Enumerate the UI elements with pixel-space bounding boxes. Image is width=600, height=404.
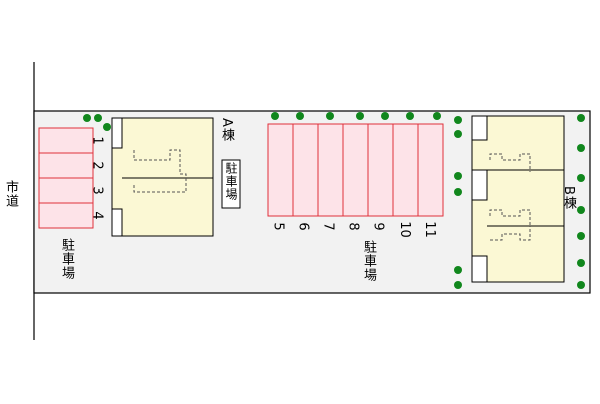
tree-9 — [406, 112, 414, 120]
tree-12 — [454, 130, 462, 138]
building-a — [111, 117, 214, 237]
tree-10 — [433, 112, 441, 120]
parking-middle — [267, 123, 444, 217]
tree-15 — [454, 266, 462, 274]
tree-16 — [454, 281, 462, 289]
parking-space-6 — [292, 123, 319, 217]
trees — [83, 112, 585, 289]
building-b-entrance-1 — [471, 115, 488, 141]
space-number-7: 7 — [320, 222, 336, 231]
space-number-4: 4 — [89, 211, 105, 220]
tree-21 — [577, 232, 585, 240]
road-label: 市道 — [3, 180, 18, 208]
parking-left-label: 駐車場 — [59, 238, 74, 280]
parking-sign-box — [221, 159, 241, 209]
building-a-body — [111, 117, 214, 237]
parking-space-4 — [38, 202, 94, 229]
tree-7 — [356, 112, 364, 120]
tree-23 — [577, 281, 585, 289]
parking-space-9 — [367, 123, 394, 217]
tree-22 — [577, 259, 585, 267]
building-b-stair-2 — [489, 209, 531, 226]
space-number-10: 10 — [396, 221, 412, 238]
building-b-label: B棟 — [561, 186, 576, 210]
tree-14 — [454, 188, 462, 196]
building-a-entrance-bottom — [111, 208, 123, 237]
space-number-2: 2 — [89, 161, 105, 170]
tree-19 — [577, 174, 585, 182]
space-number-1: 1 — [89, 136, 105, 145]
parking-space-2 — [38, 152, 94, 179]
parking-space-11 — [417, 123, 444, 217]
building-b — [471, 115, 565, 283]
tree-17 — [577, 114, 585, 122]
tree-4 — [271, 112, 279, 120]
building-b-entrance-2 — [471, 169, 488, 201]
parking-space-1 — [38, 127, 94, 154]
space-number-8: 8 — [345, 222, 361, 231]
parking-space-7 — [317, 123, 344, 217]
tree-13 — [454, 172, 462, 180]
parking-left — [38, 127, 94, 229]
building-b-entrance-3 — [471, 255, 488, 283]
parking-space-8 — [342, 123, 369, 217]
space-number-3: 3 — [89, 186, 105, 195]
tree-18 — [577, 144, 585, 152]
parking-middle-label: 駐車場 — [361, 240, 376, 282]
tree-20 — [577, 206, 585, 214]
space-number-11: 11 — [421, 221, 437, 238]
building-a-label: A棟 — [219, 118, 234, 142]
space-number-5: 5 — [270, 222, 286, 231]
parking-space-10 — [392, 123, 419, 217]
tree-6 — [326, 112, 334, 120]
building-a-entrance-top — [111, 117, 123, 149]
tree-2 — [94, 114, 102, 122]
parking-sign-label: 駐車場 — [224, 162, 238, 201]
building-a-stair — [133, 149, 187, 193]
space-number-6: 6 — [295, 222, 311, 231]
tree-1 — [83, 114, 91, 122]
space-number-9: 9 — [370, 222, 386, 231]
parking-space-5 — [267, 123, 294, 217]
tree-11 — [454, 116, 462, 124]
parking-space-3 — [38, 177, 94, 204]
tree-8 — [381, 112, 389, 120]
building-b-stair-1 — [489, 153, 531, 172]
tree-3 — [103, 123, 111, 131]
building-b-stair-3 — [490, 226, 531, 241]
tree-5 — [296, 112, 304, 120]
